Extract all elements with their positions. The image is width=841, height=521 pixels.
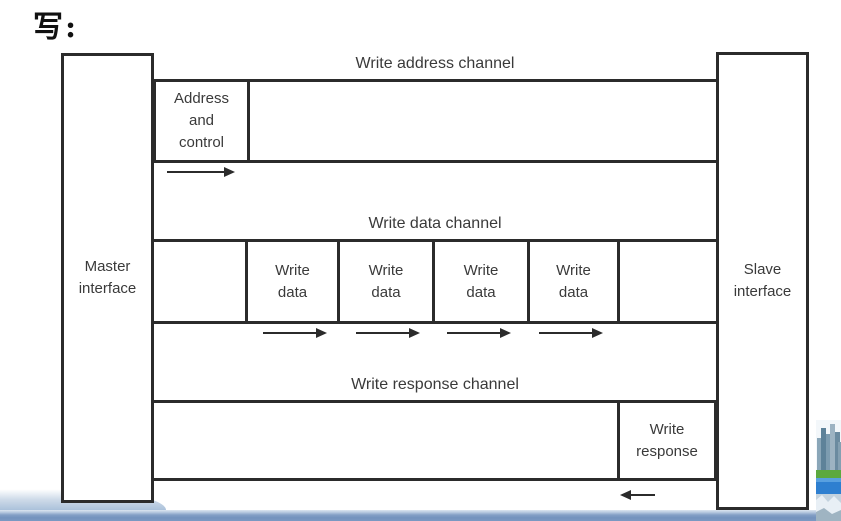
footer-bar-decoration bbox=[0, 510, 841, 521]
slave-interface-label: Slave interface bbox=[733, 261, 792, 300]
slave-interface-box: Slave interface bbox=[716, 52, 809, 510]
city-skyline-photo-icon bbox=[816, 420, 841, 521]
response-flow-arrow-left-icon bbox=[620, 490, 655, 500]
write-data-label: Write data bbox=[368, 261, 404, 301]
page-title: 写: bbox=[33, 10, 79, 45]
write-data-label: Write data bbox=[556, 261, 591, 301]
address-and-control-box: Address and control bbox=[153, 79, 250, 163]
master-interface-box: Master interface bbox=[61, 53, 154, 503]
data-flow-arrow-right-icon bbox=[447, 328, 511, 338]
data-flow-arrow-right-icon bbox=[263, 328, 327, 338]
write-response-channel-label: Write response channel bbox=[351, 376, 519, 393]
write-data-channel-label: Write data channel bbox=[368, 215, 502, 232]
address-flow-arrow-right-icon bbox=[167, 167, 235, 177]
write-address-channel-band bbox=[153, 79, 717, 163]
write-response-label: Write response bbox=[636, 420, 698, 460]
write-data-box: Write data bbox=[527, 239, 620, 324]
master-interface-label: Master interface bbox=[78, 258, 137, 297]
address-and-control-label: Address and control bbox=[173, 90, 230, 151]
write-data-box: Write data bbox=[337, 239, 435, 324]
write-data-box: Write data bbox=[432, 239, 530, 324]
write-data-label: Write data bbox=[275, 261, 310, 301]
write-data-label: Write data bbox=[463, 261, 499, 301]
data-flow-arrow-right-icon bbox=[356, 328, 420, 338]
write-response-box: Write response bbox=[617, 400, 717, 481]
write-address-channel-label: Write address channel bbox=[355, 55, 515, 72]
write-data-box: Write data bbox=[245, 239, 340, 324]
data-flow-arrow-right-icon bbox=[539, 328, 603, 338]
write-response-channel-band bbox=[153, 400, 717, 481]
